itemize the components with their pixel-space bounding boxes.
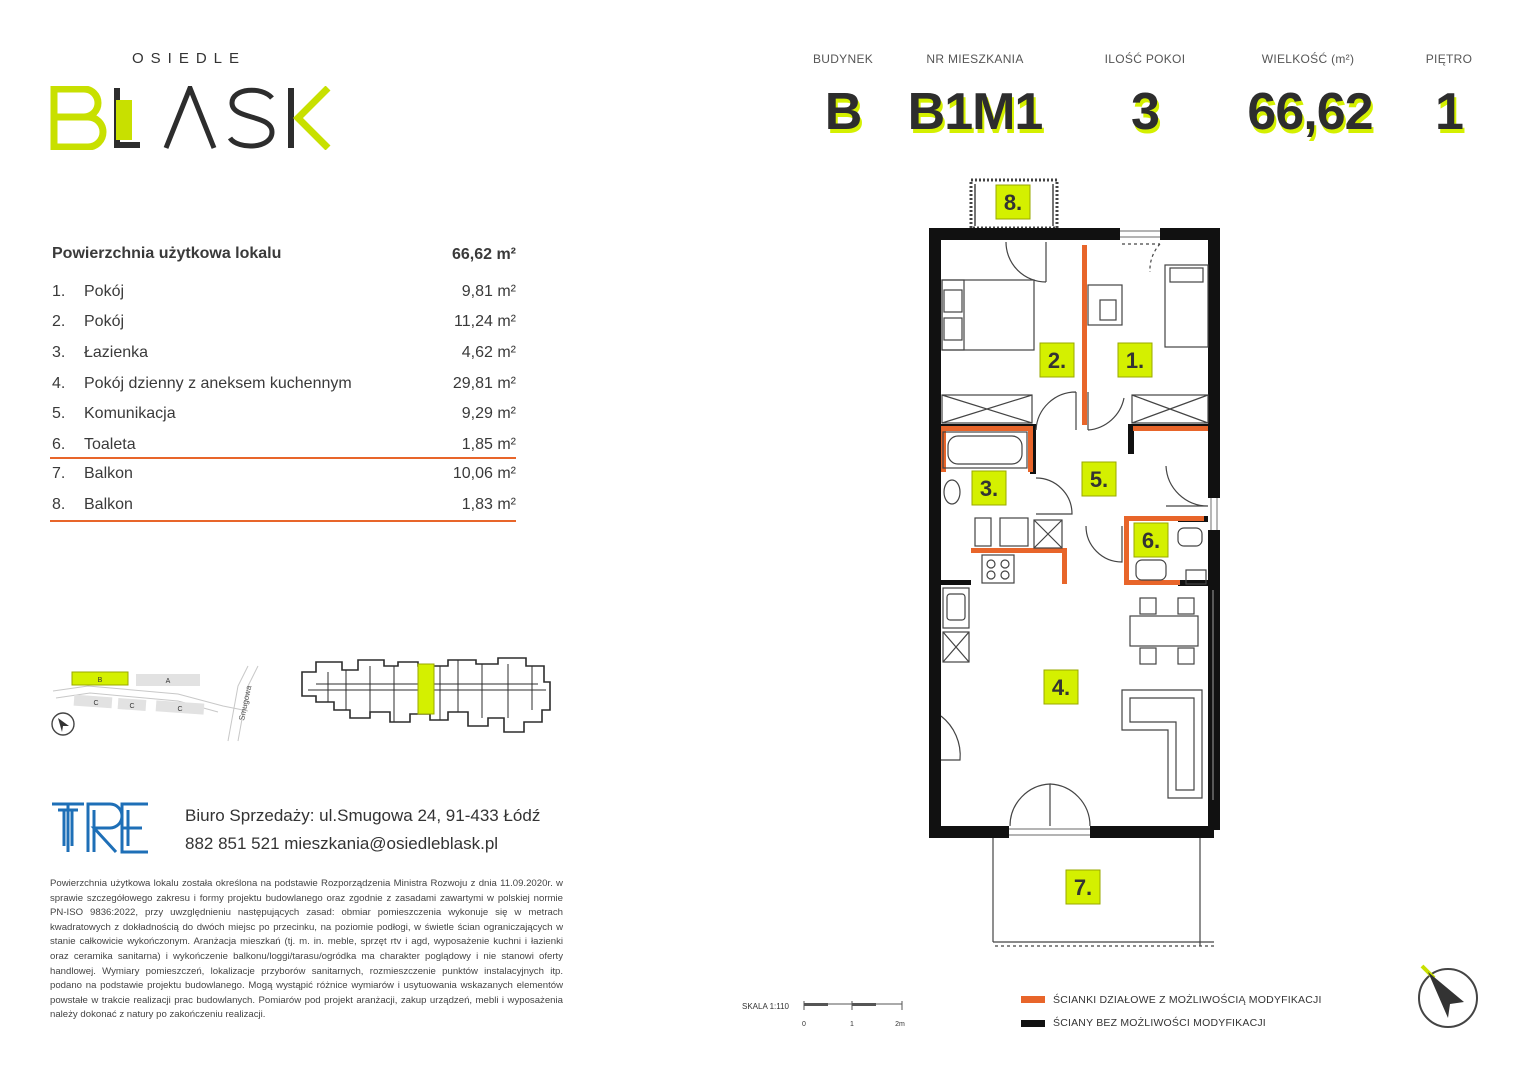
- area-row: 3. Łazienka 4,62 m²: [52, 344, 516, 372]
- header-value-rooms: 3: [1131, 83, 1160, 141]
- scale-label: SKALA 1:110: [742, 1002, 789, 1011]
- header-label-floor: PIĘTRO: [1425, 52, 1473, 66]
- area-table-total: 66,62 m²: [451, 246, 516, 263]
- room-tag-6: 6.: [1142, 528, 1160, 553]
- header-value-apartment: B1M1: [907, 83, 1044, 141]
- area-row-num: 7.: [52, 465, 66, 482]
- room-tag-2: 2.: [1048, 348, 1066, 373]
- room-tag-8: 8.: [1004, 190, 1022, 215]
- building-label: A: [166, 678, 171, 685]
- building-label: C: [93, 700, 98, 707]
- header-value-building: B: [824, 83, 863, 141]
- area-row-value: 1,83 m²: [461, 496, 516, 513]
- area-row-value: 1,85 m²: [461, 436, 516, 453]
- legal-disclaimer: Powierzchnia użytkowa lokalu została okr…: [50, 878, 563, 1021]
- header-label-building: BUDYNEK: [812, 52, 874, 66]
- legend-text-modifiable: ŚCIANKI DZIAŁOWE Z MOŻLIWOŚCIĄ MODYFIKAC…: [1053, 994, 1322, 1006]
- header-label-rooms: ILOŚĆ POKOI: [1104, 52, 1186, 66]
- area-row: 8. Balkon 1,83 m²: [52, 496, 516, 524]
- area-row-name: Toaleta: [84, 436, 136, 453]
- sales-contact[interactable]: 882 851 521 mieszkania@osiedleblask.pl: [185, 834, 499, 853]
- room-tag-3: 3.: [980, 476, 998, 501]
- legend-swatch-fixed: [1021, 1020, 1045, 1027]
- area-row-num: 3.: [52, 344, 66, 361]
- area-row-num: 4.: [52, 375, 66, 392]
- area-row-value: 29,81 m²: [452, 375, 516, 392]
- header-value-size: 66,62: [1247, 83, 1373, 141]
- legend-swatch-modifiable: [1021, 996, 1045, 1003]
- area-row-name: Balkon: [84, 496, 133, 513]
- area-row: 7. Balkon 10,06 m²: [52, 465, 516, 493]
- header-label-apartment: NR MIESZKANIA: [926, 52, 1024, 66]
- area-row-name: Komunikacja: [84, 405, 176, 422]
- logo-subtitle: OSIEDLE: [132, 50, 247, 67]
- floor-plan: 8. 2. 1. 3. 5. 6. 4. 7.: [929, 178, 1220, 947]
- room-tags: [971, 184, 1169, 905]
- building-label: C: [129, 703, 134, 710]
- scale-tick: 1: [850, 1021, 854, 1028]
- area-row-num: 2.: [52, 313, 66, 330]
- street-label: Smugowa: [237, 684, 253, 721]
- area-row-name: Balkon: [84, 465, 133, 482]
- area-row-num: 1.: [52, 283, 66, 300]
- area-row: 1. Pokój 9,81 m²: [52, 283, 516, 311]
- sales-office-address: Biuro Sprzedaży: ul.Smugowa 24, 91-433 Ł…: [185, 806, 541, 825]
- scale-bar: 0 1 2m: [802, 1001, 905, 1028]
- area-row: 2. Pokój 11,24 m²: [52, 313, 516, 341]
- scale-tick: 0: [802, 1021, 806, 1028]
- building-label: C: [177, 706, 182, 713]
- location-map: B A C C C Smugowa: [51, 665, 259, 742]
- area-row: 6. Toaleta 1,85 m²: [52, 436, 516, 464]
- header-label-size: WIELKOŚĆ (m²): [1261, 52, 1355, 66]
- compass-icon: [1418, 964, 1478, 1028]
- area-row-value: 4,62 m²: [461, 344, 516, 361]
- area-row-num: 8.: [52, 496, 66, 513]
- area-row-num: 5.: [52, 405, 66, 422]
- area-row-num: 6.: [52, 436, 66, 453]
- legend-text-fixed: ŚCIANY BEZ MOŻLIWOŚCI MODYFIKACJI: [1053, 1017, 1266, 1029]
- room-tag-5: 5.: [1090, 467, 1108, 492]
- building-label: B: [98, 677, 103, 684]
- scale-tick: 2m: [895, 1021, 905, 1028]
- area-row-name: Łazienka: [84, 344, 149, 361]
- header-value-floor: 1: [1435, 83, 1464, 141]
- compass-small-icon: [51, 712, 75, 736]
- area-row-name: Pokój: [84, 283, 125, 300]
- area-table-title: Powierzchnia użytkowa lokalu: [52, 245, 282, 262]
- area-separator: [50, 520, 516, 522]
- area-row: 5. Komunikacja 9,29 m²: [52, 405, 516, 433]
- area-row-value: 11,24 m²: [454, 313, 516, 330]
- area-separator: [50, 457, 516, 459]
- company-logo: [52, 802, 148, 854]
- apartment-highlight: [417, 663, 435, 715]
- area-row-name: Pokój: [84, 313, 125, 330]
- brand-logo: [50, 86, 331, 150]
- building-b-highlight: [71, 671, 129, 686]
- area-row: 4. Pokój dzienny z aneksem kuchennym 29,…: [52, 375, 516, 403]
- room-tag-1: 1.: [1126, 348, 1144, 373]
- room-tag-7: 7.: [1074, 875, 1092, 900]
- area-row-value: 9,29 m²: [461, 405, 516, 422]
- building-siteplan: [301, 657, 551, 733]
- room-tag-4: 4.: [1052, 675, 1070, 700]
- area-row-value: 10,06 m²: [452, 465, 516, 482]
- area-row-value: 9,81 m²: [461, 283, 516, 300]
- area-row-name: Pokój dzienny z aneksem kuchennym: [84, 375, 352, 392]
